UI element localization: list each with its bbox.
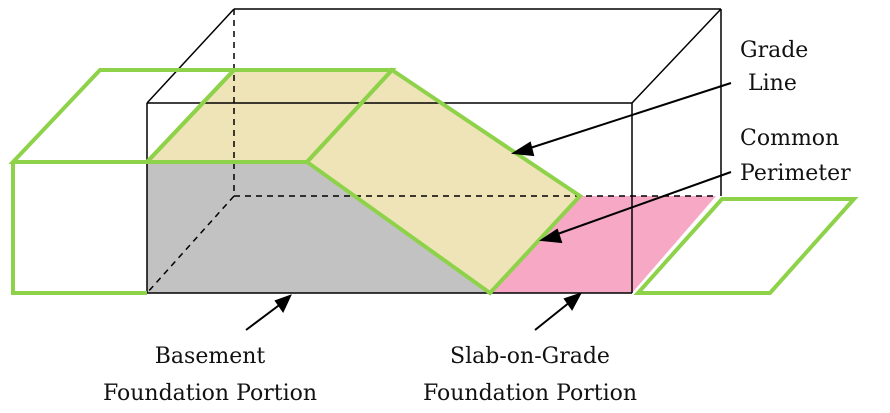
arrowhead-basement bbox=[274, 294, 292, 313]
grade-line-outlines bbox=[8, 67, 859, 296]
arrow-common-perimeter bbox=[551, 171, 732, 237]
arrowhead-common-perimeter bbox=[539, 228, 563, 244]
building-box bbox=[146, 8, 722, 294]
basement-foundation-region bbox=[147, 162, 490, 293]
grade-surface-slope bbox=[307, 70, 580, 293]
slab-foundation-region bbox=[490, 196, 716, 293]
common-perimeter-label-2: Perimeter bbox=[740, 161, 851, 186]
grade-surface-upper bbox=[147, 70, 392, 162]
grade-wall-left bbox=[11, 162, 147, 295]
arrowhead-slab bbox=[563, 292, 583, 311]
grade-line-label-2: Line bbox=[748, 71, 797, 96]
slab-label-1: Slab-on-Grade bbox=[450, 344, 610, 369]
grade-parallelogram-right bbox=[633, 197, 859, 295]
annotation-arrows bbox=[245, 82, 732, 331]
arrowhead-grade-line bbox=[511, 141, 535, 157]
basement-label-2: Foundation Portion bbox=[103, 381, 317, 406]
common-perimeter-label-1: Common bbox=[740, 126, 839, 151]
grade-line-label-1: Grade bbox=[740, 38, 808, 63]
arrow-grade-line bbox=[523, 82, 732, 151]
basement-label-1: Basement bbox=[155, 344, 266, 369]
slab-label-2: Foundation Portion bbox=[423, 381, 637, 406]
